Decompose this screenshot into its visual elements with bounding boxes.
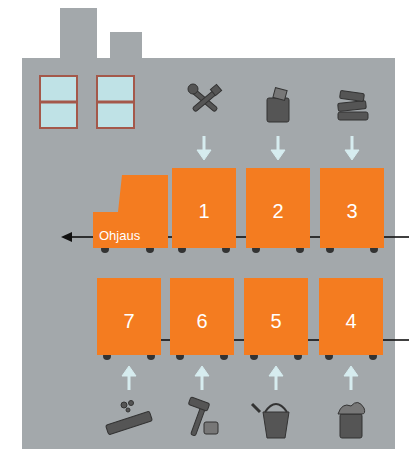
track-coupling — [310, 236, 320, 238]
wagon-box: 7 — [97, 278, 161, 355]
track-coupling — [308, 339, 319, 341]
truck-cab: Ohjaus — [93, 175, 168, 248]
tools-icon — [188, 84, 222, 112]
cab-label: Ohjaus — [99, 229, 168, 243]
wagon-number: 7 — [97, 310, 161, 332]
wagon-box: 3 — [320, 168, 384, 248]
cab-shape — [93, 175, 168, 248]
wagon-box: 5 — [244, 278, 308, 355]
window — [40, 76, 77, 128]
chimney — [60, 8, 97, 60]
wagon-box: 6 — [170, 278, 234, 355]
chimney — [110, 32, 142, 60]
track-arrowhead — [61, 232, 72, 242]
window — [97, 76, 134, 128]
wagon-box: 4 — [319, 278, 383, 355]
supply-arrow — [197, 136, 359, 160]
hammer-icon — [188, 397, 218, 436]
bucket-icon — [252, 404, 289, 438]
wagon-box: 1 — [172, 168, 236, 248]
supply-arrow — [122, 366, 358, 390]
planks-icon — [338, 90, 368, 120]
factory-wall — [22, 58, 395, 449]
wagon-number: 2 — [246, 200, 310, 222]
package-icon — [267, 88, 289, 122]
track-coupling — [234, 339, 244, 341]
wagon-number: 3 — [320, 200, 384, 222]
paint-can-icon — [338, 402, 365, 438]
wagon-number: 1 — [172, 200, 236, 222]
wagon-number: 5 — [244, 310, 308, 332]
wagon-number: 4 — [319, 310, 383, 332]
wagon-number: 6 — [170, 310, 234, 332]
track-coupling — [236, 236, 246, 238]
toolbox-icon — [106, 401, 153, 435]
track-coupling — [161, 339, 170, 341]
wagon-box: 2 — [246, 168, 310, 248]
